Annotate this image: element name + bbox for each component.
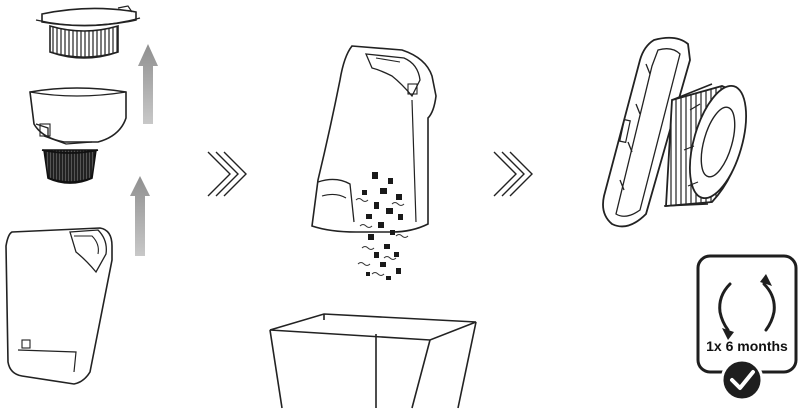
cyclone-cup-icon <box>30 88 126 183</box>
checkmark-icon <box>722 360 762 400</box>
arrow-up-icon <box>130 176 150 256</box>
chevron-right-icon <box>494 152 532 196</box>
arrow-up-icon <box>138 44 158 124</box>
dustbin-icon <box>6 228 112 384</box>
bin-icon <box>270 314 476 408</box>
filter-housing-icon <box>36 6 140 58</box>
frequency-label: 1x 6 months <box>706 338 788 354</box>
maintenance-interval-badge: 1x 6 months <box>698 256 796 400</box>
filter-icon <box>603 38 757 227</box>
chevron-right-icon <box>208 152 246 196</box>
